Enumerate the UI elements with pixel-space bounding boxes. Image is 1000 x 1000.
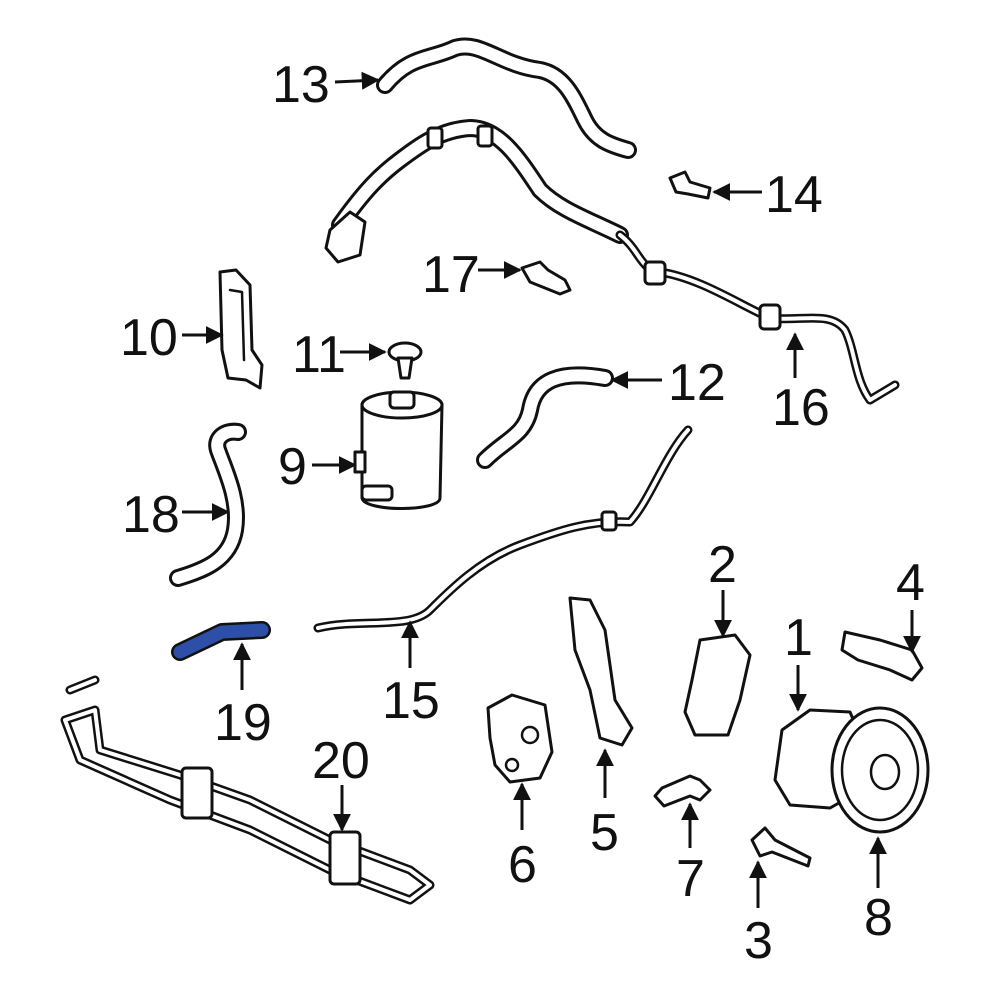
callout-10: 10: [120, 309, 178, 367]
part-20-cooler[interactable]: [60, 675, 435, 905]
callout-2: 2: [708, 536, 737, 594]
callout-20: 20: [312, 732, 370, 790]
part-9-reservoir[interactable]: [353, 390, 444, 510]
part-19-highlight-fill: [173, 623, 269, 659]
callout-18: 18: [122, 486, 180, 544]
callout-9: 9: [278, 438, 307, 496]
callout-7: 7: [676, 850, 705, 908]
callout-14: 14: [765, 166, 823, 224]
callout-17: 17: [422, 246, 480, 304]
callout-16: 16: [772, 379, 830, 437]
part-17-valve[interactable]: [520, 260, 572, 296]
callout-arrows: [182, 71, 921, 908]
part-8-pulley[interactable]: [830, 706, 930, 834]
callout-13: 13: [272, 56, 330, 114]
part-7-bolt[interactable]: [653, 774, 712, 808]
callout-3: 3: [744, 912, 773, 970]
callout-6: 6: [508, 836, 537, 894]
part-19-hose-highlighted[interactable]: [171, 621, 271, 661]
callout-1: 1: [784, 609, 813, 667]
part-15-return-line[interactable]: [313, 425, 693, 633]
part-3-bolt[interactable]: [750, 826, 812, 868]
callout-12: 12: [668, 354, 726, 412]
callout-5: 5: [590, 804, 619, 862]
callout-4: 4: [896, 554, 925, 612]
part-11-cap[interactable]: [387, 341, 423, 380]
part-6-bracket[interactable]: [486, 693, 554, 784]
part-2-bracket[interactable]: [683, 633, 752, 737]
part-10-bracket[interactable]: [218, 268, 264, 390]
part-12-hose[interactable]: [476, 366, 614, 469]
callout-8: 8: [864, 889, 893, 947]
part-14-fitting[interactable]: [668, 170, 712, 200]
part-5-bracket[interactable]: [568, 596, 634, 747]
callout-numbers: 13 14 17 10 11 12 16 9 18 2 4 1 19 15 20…: [120, 56, 925, 970]
part-13-hose[interactable]: [376, 37, 637, 159]
callout-15: 15: [382, 672, 440, 730]
part-4-bracket[interactable]: [840, 630, 924, 682]
callout-11: 11: [292, 326, 346, 384]
callout-19: 19: [214, 694, 272, 752]
part-18-hose[interactable]: [169, 422, 247, 587]
part-16-pressure-hose[interactable]: [324, 119, 900, 405]
